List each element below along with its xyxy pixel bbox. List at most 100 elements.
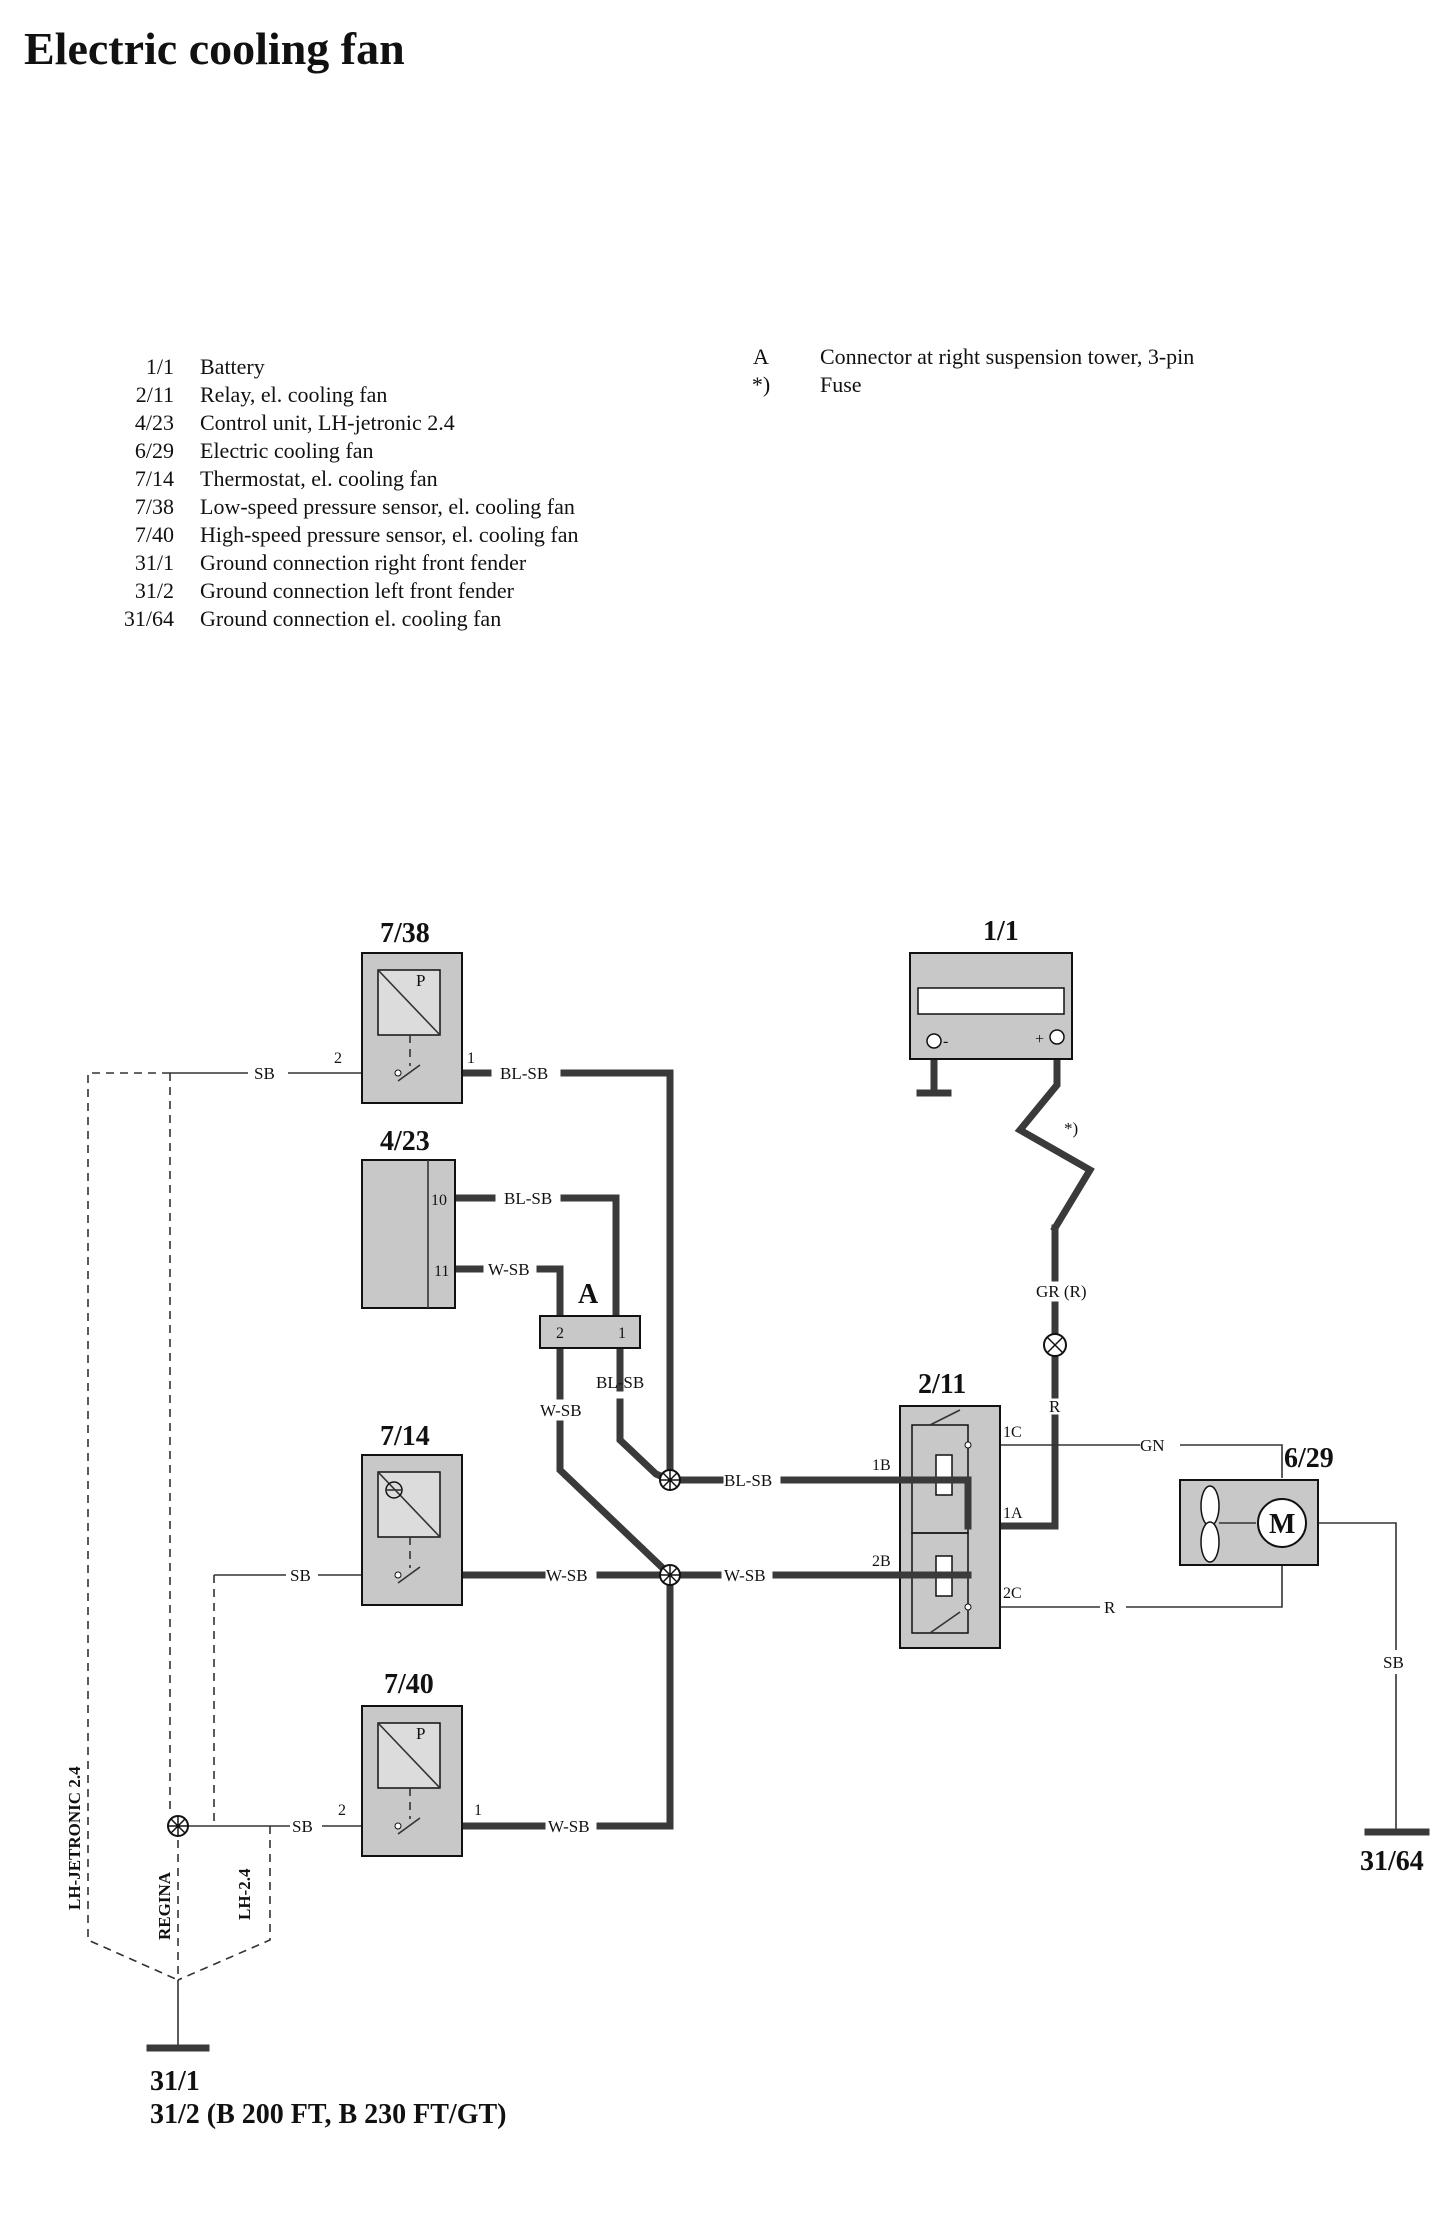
sensor-740: P 7/40 2 1 [338,1669,482,1857]
relay-switch1 [929,1409,961,1426]
fuse-mark: *) [1064,1119,1078,1138]
wire-label-blsb-738: BL-SB [500,1064,548,1083]
thermostat-switch [397,1566,421,1584]
battery-window [917,987,1065,1015]
wire-423-wsb [536,1265,564,1320]
wire-label-sb-738: SB [254,1064,275,1083]
branch-labels: LH-JETRONIC 2.4 REGINA LH-2.4 [65,1766,254,1940]
legend-code: 31/2 [134,578,174,603]
pin-740-1: 1 [474,1802,482,1819]
legend-row: 31/64 Ground connection el. cooling fan [98,605,579,633]
motor-letter: M [1269,1509,1295,1540]
wire-740-b [596,1571,674,1830]
legend-desc: Fuse [820,372,862,397]
ground-label-311: 31/1 [150,2066,200,2097]
wire-label-sb-714: SB [290,1566,311,1585]
relay-switch2 [929,1611,961,1634]
wire-label-r-2c: R [1104,1598,1116,1617]
battery-pos-terminal [1049,1029,1065,1045]
label-11: 1/1 [983,916,1019,947]
label-714: 7/14 [380,1421,430,1452]
wire-label-wsb-423: W-SB [488,1260,530,1279]
legend-row: A Connector at right suspension tower, 3-… [732,343,1194,371]
wire-label-wsb-714: W-SB [546,1566,588,1585]
control-unit-body [361,1159,456,1309]
label-738: 7/38 [380,918,430,949]
legend-code: 6/29 [134,438,174,463]
wire-label-blsb-211: BL-SB [724,1471,772,1490]
label-740: 7/40 [384,1669,434,1700]
legend-row: 6/29 Electric cooling fan [98,437,579,465]
legend-desc: Electric cooling fan [200,438,374,463]
battery-minus-mark: - [943,1033,948,1050]
legend-code: 7/38 [134,494,174,519]
label-423: 4/23 [380,1126,430,1157]
ground-label-3164: 31/64 [1360,1846,1424,1877]
wire-738-blsb [560,1069,674,1484]
battery-neg-terminal [926,1033,942,1049]
wire-label-blsb-A: BL-SB [596,1373,644,1392]
sensor-738: P 7/38 2 1 [334,918,475,1104]
ground-label-312: 31/2 (B 200 FT, B 230 FT/GT) [150,2099,507,2130]
branch-label-regina: REGINA [155,1871,174,1940]
legend-desc: Ground connection right front fender [200,550,527,575]
legend-row: 7/38 Low-speed pressure sensor, el. cooli… [98,493,579,521]
label-629: 6/29 [1284,1443,1334,1474]
pin-211-1b: 1B [872,1457,891,1474]
thermostat-714: 7/14 [361,1421,463,1606]
branch-label-lh24: LH-2.4 [235,1868,254,1920]
branch-lh24 [177,1826,271,1981]
legend-code: 2/11 [135,382,174,407]
thin-wires [146,1072,1430,2052]
legend-desc: Relay, el. cooling fan [200,382,388,407]
wire-labels: SB BL-SB BL-SB W-SB BL-SB W-SB BL-SB W-S… [254,1064,1404,1836]
branch-lh-jetronic [87,1072,179,1981]
legend-code: A [753,344,769,369]
wire-label-wsb-A: W-SB [540,1401,582,1420]
pin-211-1a: 1A [1003,1505,1023,1522]
sensor-738-p-mark: P [416,971,425,990]
legend-code: 7/14 [134,466,174,491]
legend-desc: Low-speed pressure sensor, el. cooling f… [200,494,575,519]
wire-label-sb-629: SB [1383,1653,1404,1672]
legend-desc: Control unit, LH-jetronic 2.4 [200,410,455,435]
wire-sb-629-a [1306,1522,1397,1650]
wire-r2c-b [1126,1550,1283,1608]
relay-2c-contact [964,1603,972,1611]
label-211: 2/11 [918,1369,966,1400]
legend-desc: Thermostat, el. cooling fan [200,466,438,491]
ground-labels: 31/64 31/1 31/2 (B 200 FT, B 230 FT/GT) [150,1846,1424,2130]
sensor-738-contact [394,1069,402,1077]
pin-A-1: 1 [618,1325,626,1342]
connector-A: A 2 1 [539,1279,641,1349]
wire-fuse [1014,1041,1095,1233]
sensor-740-diagonal [377,1722,441,1789]
splice-blsb-cross [660,1470,680,1490]
legend-code: 31/64 [123,606,174,631]
legend-row: *) Fuse [732,371,1194,399]
legend-code: 1/1 [145,354,174,379]
legend-code: 4/23 [134,410,174,435]
fan-blade-top-icon [1200,1485,1220,1527]
relay-body [899,1405,1001,1649]
wire-label-sb-740: SB [292,1817,313,1836]
wire-label-gn: GN [1140,1436,1165,1455]
legend-row: 31/1 Ground connection right front fender [98,549,579,577]
legend-desc: Ground connection el. cooling fan [200,606,502,631]
dashed-branches [87,1072,271,1981]
legend-code: 31/1 [134,550,174,575]
wire-label-wsb-740: W-SB [548,1817,590,1836]
legend-code: *) [751,372,771,397]
splices [167,1333,1067,1837]
fan-blade-bottom-icon [1200,1521,1220,1563]
pin-740-2: 2 [338,1802,346,1819]
sensor-740-p-mark: P [416,1724,425,1743]
legend-row: 2/11 Relay, el. cooling fan [98,381,579,409]
legend-desc: Connector at right suspension tower, 3-p… [820,344,1195,369]
relay-internal-1 [896,1476,972,1530]
legend-row: 7/14 Thermostat, el. cooling fan [98,465,579,493]
